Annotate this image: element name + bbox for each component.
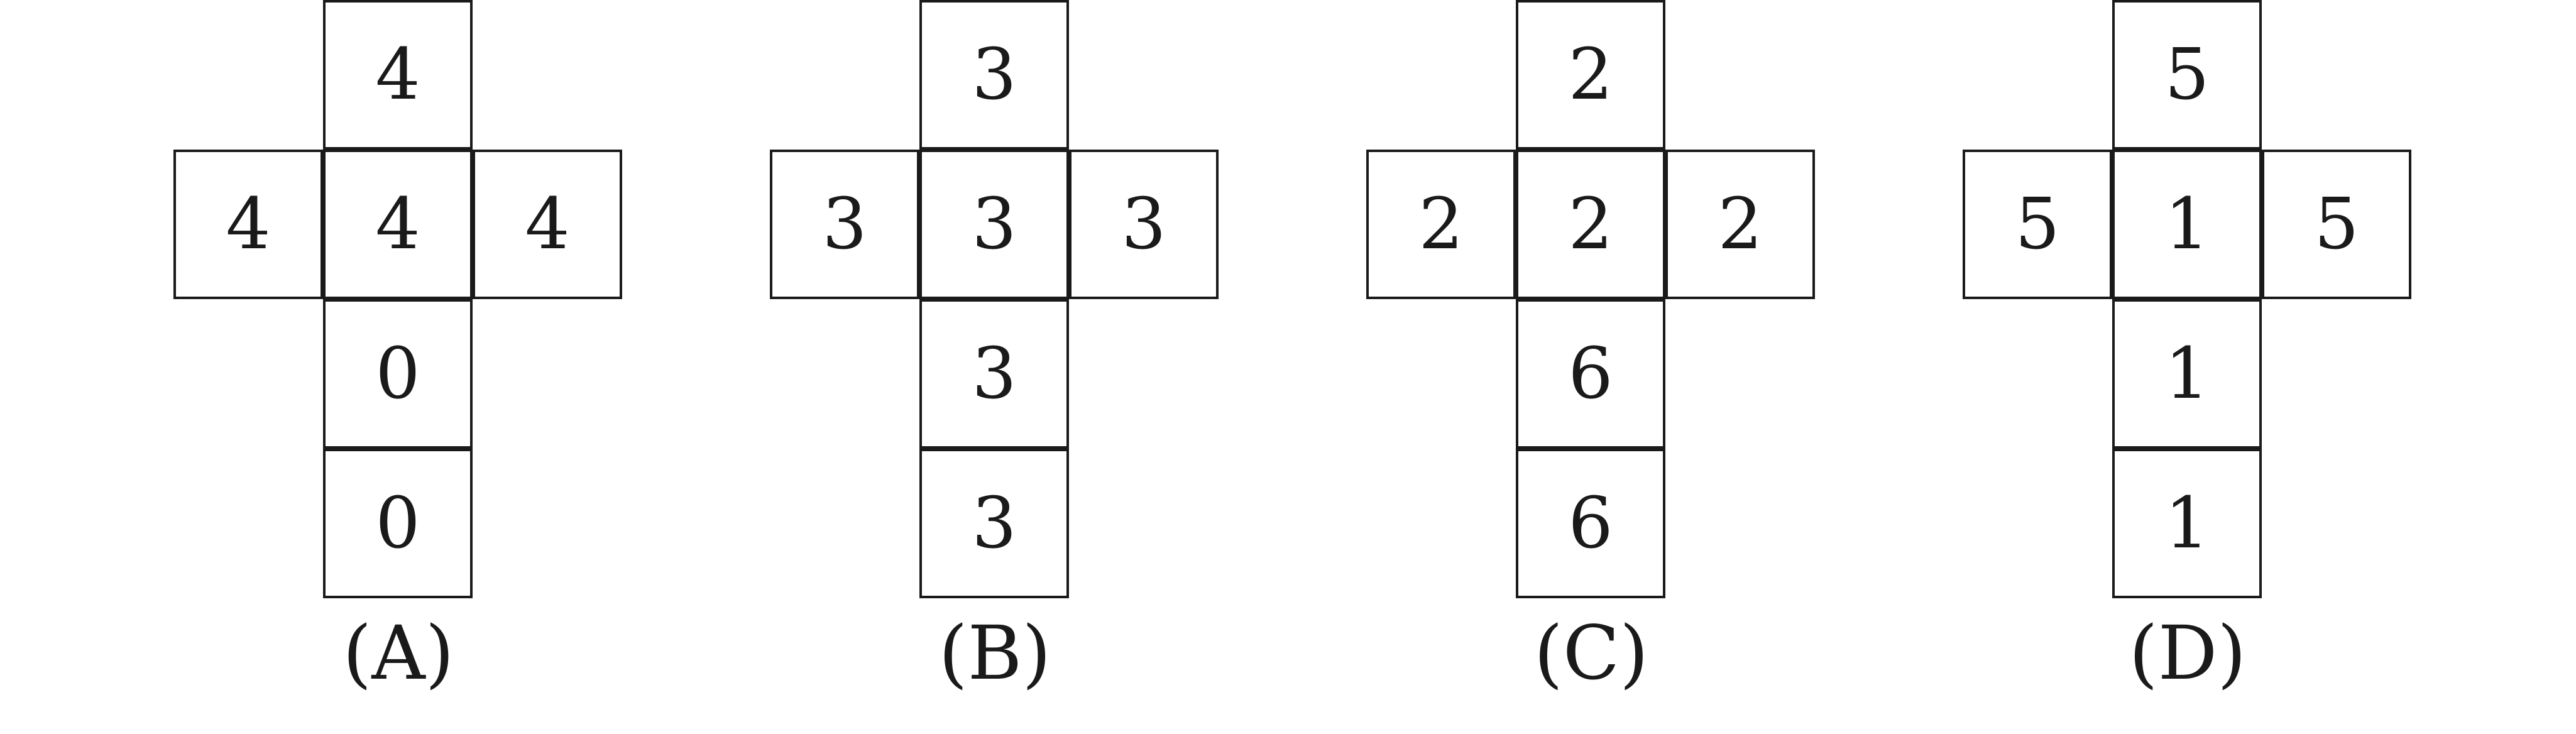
net-a-center-face: 4 [323, 150, 473, 299]
net-c-right-face: 2 [1665, 150, 1815, 299]
net-c-label: (C) [1533, 610, 1649, 696]
net-d-center-face: 1 [2112, 150, 2262, 299]
net-b-center-face: 3 [919, 150, 1069, 299]
net-c-top-face: 2 [1516, 0, 1665, 150]
net-b-lower-face-2: 3 [919, 449, 1069, 598]
net-d-right-face: 5 [2262, 150, 2411, 299]
net-b-label: (B) [938, 610, 1051, 696]
net-a-top-face: 4 [323, 0, 473, 150]
net-b-left-face: 3 [770, 150, 919, 299]
net-a-label: (A) [343, 610, 454, 696]
net-a-lower-face-2: 0 [323, 449, 473, 598]
net-c-lower-face-1: 6 [1516, 299, 1665, 449]
cube-net-d: 5 5 1 5 1 1 (D) [1963, 0, 2413, 734]
cube-net-c: 2 2 2 2 6 6 (C) [1366, 0, 1816, 734]
net-b-right-face: 3 [1069, 150, 1219, 299]
net-a-lower-face-1: 0 [323, 299, 473, 449]
net-d-label: (D) [2129, 610, 2247, 696]
cube-net-b: 3 3 3 3 3 3 (B) [770, 0, 1220, 734]
net-c-left-face: 2 [1366, 150, 1516, 299]
net-b-top-face: 3 [919, 0, 1069, 150]
net-d-top-face: 5 [2112, 0, 2262, 150]
net-a-left-face: 4 [173, 150, 323, 299]
net-b-lower-face-1: 3 [919, 299, 1069, 449]
net-c-center-face: 2 [1516, 150, 1665, 299]
net-c-lower-face-2: 6 [1516, 449, 1665, 598]
net-d-lower-face-1: 1 [2112, 299, 2262, 449]
net-d-left-face: 5 [1963, 150, 2112, 299]
net-d-lower-face-2: 1 [2112, 449, 2262, 598]
cube-net-a: 4 4 4 4 0 0 (A) [173, 0, 623, 734]
net-a-right-face: 4 [473, 150, 622, 299]
